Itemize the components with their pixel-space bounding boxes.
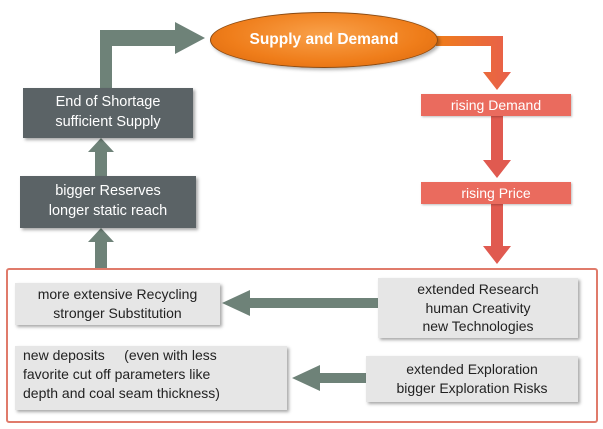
bigger-reserves-box: bigger Reserves longer static reach: [20, 176, 196, 228]
extended-exploration-line-1: extended Exploration: [406, 361, 538, 378]
arrow-exploration-to-deposits: [292, 365, 366, 391]
extended-research-box: extended Research human Creativity new T…: [378, 278, 578, 338]
new-deposits-line-3: depth and coal seam thickness): [23, 384, 220, 401]
rising-price-box: rising Price: [421, 182, 571, 204]
recycling-box: more extensive Recycling stronger Substi…: [15, 283, 220, 325]
arrow-price-to-frame: [483, 204, 511, 264]
bigger-reserves-line-2: longer static reach: [48, 203, 168, 219]
supply-and-demand-label: Supply and Demand: [249, 31, 399, 48]
rising-demand-box: rising Demand: [421, 94, 571, 116]
recycling-line-2: stronger Substitution: [53, 305, 182, 321]
extended-research-line-2: human Creativity: [425, 299, 531, 316]
extended-exploration-line-2: bigger Exploration Risks: [396, 380, 548, 396]
end-of-shortage-box: End of Shortage sufficient Supply: [23, 88, 193, 138]
extended-exploration-box: extended Exploration bigger Exploration …: [366, 356, 578, 402]
rising-price-label: rising Price: [461, 184, 531, 201]
new-deposits-box: new deposits (even with less favorite cu…: [15, 346, 287, 410]
supply-and-demand-node: Supply and Demand: [210, 12, 438, 68]
new-deposits-line-2: favorite cut off parameters like: [23, 365, 211, 382]
arrow-demand-to-price: [483, 116, 511, 178]
bigger-reserves-line-1: bigger Reserves: [55, 183, 161, 200]
rising-demand-label: rising Demand: [450, 96, 542, 113]
extended-research-line-1: extended Research: [417, 280, 539, 297]
arrow-left-to-center: [100, 22, 205, 88]
end-of-shortage-line-1: End of Shortage: [55, 94, 161, 111]
measures-frame: [6, 268, 598, 423]
arrow-reserves-to-shortage: [88, 138, 114, 176]
recycling-line-1: more extensive Recycling: [37, 286, 198, 303]
new-deposits-line-1: new deposits (even with less: [23, 347, 217, 363]
arrow-center-to-demand: [436, 36, 511, 90]
extended-research-line-3: new Technologies: [422, 318, 534, 335]
end-of-shortage-line-2: sufficient Supply: [55, 114, 161, 130]
arrow-frame-to-reserves: [88, 228, 114, 268]
arrow-research-to-recycling: [222, 290, 378, 316]
